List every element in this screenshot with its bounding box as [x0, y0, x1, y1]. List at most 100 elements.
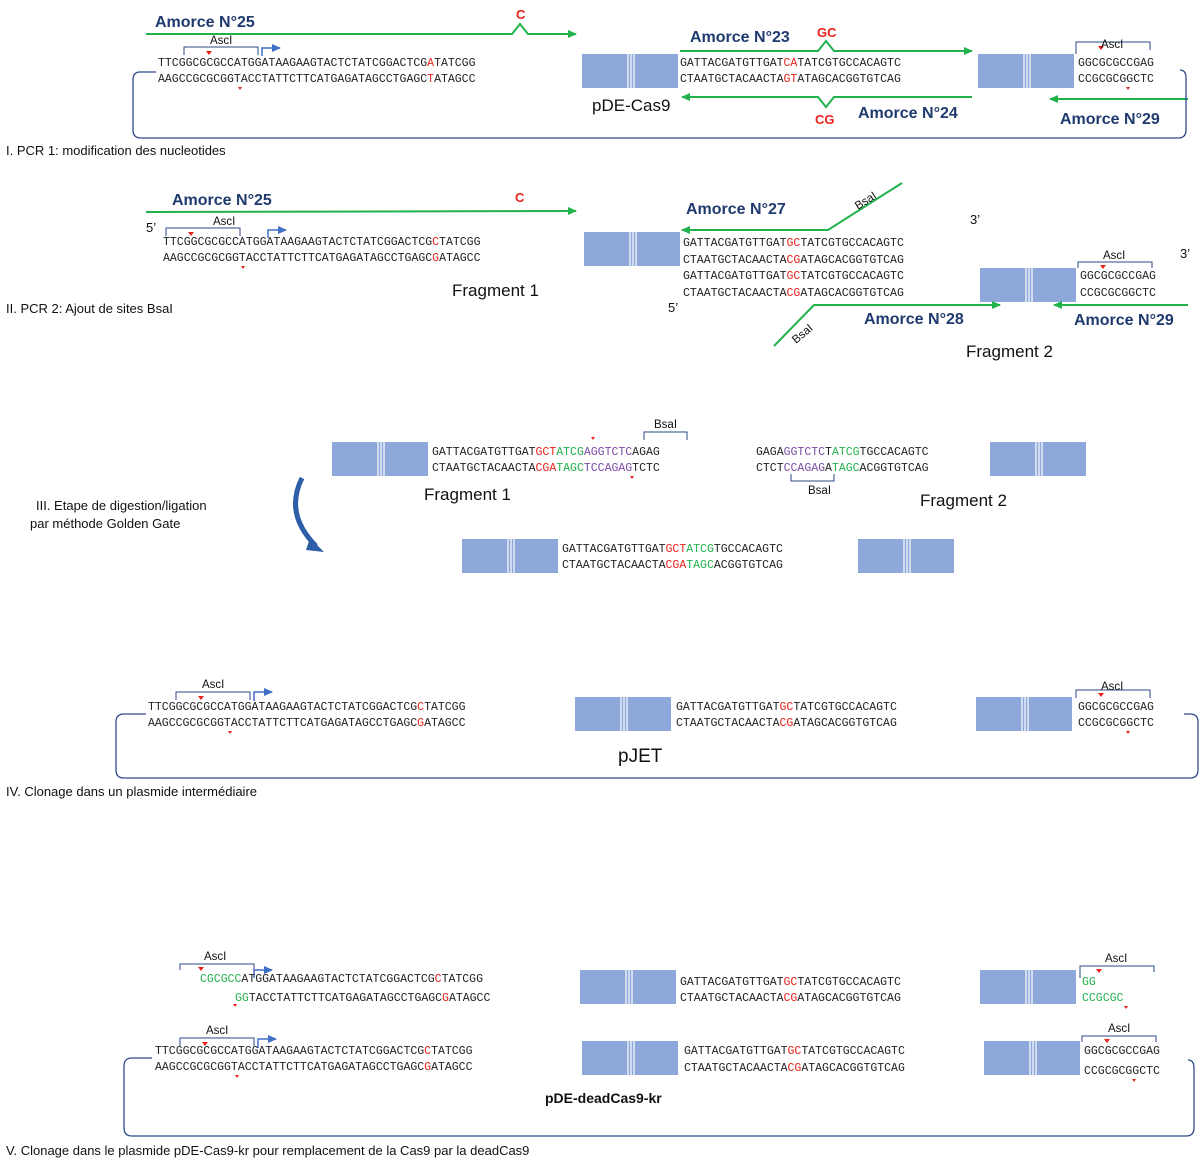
pjet-left-bottom: AAGCCGCGCGGTACCTATTCTTCATGAGATAGCCTGAGCG…: [148, 717, 466, 730]
frag1-seq-bottom: AAGCCGCGCGGTACCTATTCTTCATGAGATAGCCTGAGCG…: [163, 252, 481, 265]
pjet-mid-top: GATTACGATGTTGATGCTATCGTGCCACAGTC: [676, 701, 897, 714]
primer-23-label: Amorce N°23: [690, 29, 790, 46]
pjet-label: pJET: [618, 746, 663, 767]
ascI-label-5a: AscI: [204, 951, 226, 963]
primer-25b-label: Amorce N°25: [172, 192, 272, 209]
ascI-label-right: AscI: [1101, 39, 1123, 51]
ascI-label-2r: AscI: [1103, 250, 1125, 262]
section-5: AscI CGCGCCATGGATAAGAAGTACTCTATCGGACTCGC…: [6, 951, 1195, 1158]
pjet-right-top: GGCGCGCCGAG: [1078, 701, 1154, 714]
step-5-label: V. Clonage dans le plasmide pDE-Cas9-kr …: [6, 1143, 529, 1158]
lig-seq-top: GATTACGATGTTGATGCTATCGTGCCACAGTC: [562, 543, 783, 556]
insert-left-top: CGCGCCATGGATAAGAAGTACTCTATCGGACTCGCTATCG…: [200, 973, 483, 986]
primer-28-arrow: [773, 301, 1001, 347]
pde-cas9-label: pDE-Cas9: [592, 96, 670, 115]
right-seq-bottom: CCGCGCGGCTC: [1078, 73, 1154, 86]
three-prime-right: 3’: [1180, 246, 1190, 261]
cas9-block-1: [581, 53, 679, 89]
mutation-c-label: C: [516, 7, 526, 22]
section-2: Amorce N°25 C 5’ AscI TTCGGCGCGCCATGGATA…: [6, 182, 1190, 361]
cas9-block-2: [977, 53, 1075, 89]
insert-mid-top: GATTACGATGTTGATGCTATCGTGCCACAGTC: [680, 976, 901, 989]
pjet-block-2: [975, 696, 1073, 732]
final-left-bottom: AAGCCGCGCGGTACCTATTCTTCATGAGATAGCCTGAGCG…: [155, 1061, 473, 1074]
f1-seq-bottom: CTAATGCTACAACTACGATAGCTCCAGAGTCTC: [432, 462, 660, 475]
ascI-label-5d: AscI: [1108, 1023, 1130, 1035]
fragment2-label: Fragment 2: [966, 342, 1053, 361]
plasmid-backbone-1: [132, 69, 1187, 139]
f2-block: [989, 441, 1087, 477]
five-prime-frag2: 5’: [668, 300, 678, 315]
mid-seq-bottom: CTAATGCTACAACTAGTATAGCACGGTGTCAG: [680, 73, 901, 86]
step-3a-label: III. Etape de digestion/ligation: [36, 498, 207, 513]
primer-29b-label: Amorce N°29: [1074, 312, 1174, 329]
bsaI-label-f2: BsaI: [808, 485, 831, 497]
f1-label: Fragment 1: [424, 485, 511, 504]
fragment1-label: Fragment 1: [452, 281, 539, 300]
f1-block: [331, 441, 429, 477]
step-3b-label: par méthode Golden Gate: [30, 516, 180, 531]
plasmid-backbone-4: [115, 713, 1199, 779]
bsaI-label-27: BsaI: [853, 190, 879, 213]
insert-block-2: [979, 969, 1077, 1005]
left-seq-top: TTCGGCGCGCCATGGATAAGAAGTACTCTATCGGACTCGA…: [158, 57, 476, 70]
f2-seq-top: GAGAGGTCTCTATCGTGCCACAGTC: [756, 446, 929, 459]
section-4: AscI TTCGGCGCGCCATGGATAAGAAGTACTCTATCGGA…: [6, 679, 1199, 799]
primer-25b-arrow: [145, 207, 577, 216]
frag2-seq-bottom: CTAATGCTACAACTACGATAGCACGGTGTCAG: [683, 287, 904, 300]
mutation-gc-label: GC: [817, 25, 837, 40]
final-block-1: [581, 1040, 679, 1076]
primer-24-label: Amorce N°24: [858, 105, 958, 122]
final-left-top: TTCGGCGCGCCATGGATAAGAAGTACTCTATCGGACTCGC…: [155, 1045, 473, 1058]
primer-25-arrow: [146, 22, 577, 38]
right-seq-top: GGCGCGCCGAG: [1078, 57, 1154, 70]
step-4-label: IV. Clonage dans un plasmide intermédiai…: [6, 784, 257, 799]
f2-label: Fragment 2: [920, 491, 1007, 510]
primer-25-label: Amorce N°25: [155, 14, 255, 31]
section-1: Amorce N°25 C AscI TTCGGCGCGCCATGGATAAGA…: [6, 7, 1188, 158]
insert-left-bottom: GGTACCTATTCTTCATGAGATAGCCTGAGCGATAGCC: [235, 992, 490, 1005]
frag2-right-bottom: CCGCGCGGCTC: [1080, 287, 1156, 300]
primer-28-label: Amorce N°28: [864, 311, 964, 328]
frag2-seq-top: GATTACGATGTTGATGCTATCGTGCCACAGTC: [683, 270, 904, 283]
lig-seq-bottom: CTAATGCTACAACTACGATAGCACGGTGTCAG: [562, 559, 783, 572]
frag1-seq-top: TTCGGCGCGCCATGGATAAGAAGTACTCTATCGGACTCGC…: [163, 236, 481, 249]
ascI-label-5c: AscI: [206, 1025, 228, 1037]
fragment1-block: [583, 231, 681, 267]
pjet-right-bottom: CCGCGCGGCTC: [1078, 717, 1154, 730]
f1-seq-top: GATTACGATGTTGATGCTATCGAGGTCTCAGAG: [432, 446, 660, 459]
step-1-label: I. PCR 1: modification des nucleotides: [6, 143, 226, 158]
f2-seq-bottom: CTCTCCAGAGATAGCACGGTGTCAG: [756, 462, 929, 475]
fragment2-block: [979, 267, 1077, 303]
insert-right-bottom: CCGCGC: [1082, 992, 1124, 1005]
promoter-arrow: [261, 44, 281, 56]
ascI-label-5b: AscI: [1105, 953, 1127, 965]
lig-block-right: [857, 538, 955, 574]
mutation-cg-label: CG: [815, 112, 835, 127]
pjet-block-1: [574, 696, 672, 732]
final-mid-bottom: CTAATGCTACAACTACGATAGCACGGTGTCAG: [684, 1062, 905, 1075]
insert-right-top: GG: [1082, 976, 1096, 989]
mid-seq-top: GATTACGATGTTGATCATATCGTGCCACAGTC: [680, 57, 901, 70]
final-right-top: GGCGCGCCGAG: [1084, 1045, 1160, 1058]
ascI-label-4r: AscI: [1101, 681, 1123, 693]
frag2-up-seq-top: GATTACGATGTTGATGCTATCGTGCCACAGTC: [683, 237, 904, 250]
insert-mid-bottom: CTAATGCTACAACTACGATAGCACGGTGTCAG: [680, 992, 901, 1005]
final-block-2: [983, 1040, 1081, 1076]
three-prime-top: 3’: [970, 212, 980, 227]
primer-24-arrow: [681, 93, 972, 109]
primer-29-label: Amorce N°29: [1060, 111, 1160, 128]
frag2-up-seq-bottom: CTAATGCTACAACTACGATAGCACGGTGTCAG: [683, 254, 904, 267]
primer-23-arrow: [680, 39, 973, 55]
five-prime-left: 5’: [146, 220, 156, 235]
insert-block-1: [579, 969, 677, 1005]
ascI-label-2: AscI: [213, 216, 235, 228]
lig-block-left: [461, 538, 559, 574]
bsaI-label-f1: BsaI: [654, 419, 677, 431]
section-3: BsaI GATTACGATGTTGATGCTATCGAGGTCTCAGAG C…: [30, 419, 1087, 574]
ascI-label: AscI: [210, 35, 232, 47]
left-seq-bottom: AAGCCGCGCGGTACCTATTCTTCATGAGATAGCCTGAGCT…: [158, 73, 476, 86]
primer-27-label: Amorce N°27: [686, 201, 786, 218]
mutation-c2-label: C: [515, 190, 525, 205]
